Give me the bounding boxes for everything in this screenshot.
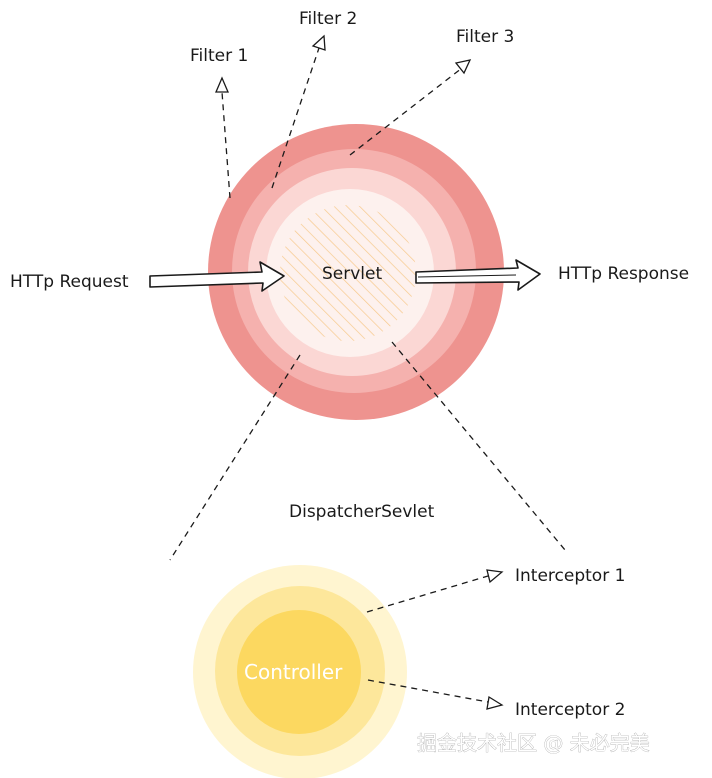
interceptor-1-label: Interceptor 1 [515, 566, 625, 586]
filter-2-arrow [271, 34, 326, 189]
interceptor-2-label: Interceptor 2 [515, 700, 625, 720]
servlet-label: Servlet [322, 264, 382, 284]
interceptor-1-arrow [366, 569, 504, 613]
watermark-text: 掘金技术社区 @ 未必完美 [417, 731, 650, 755]
http-response-arrow-sketch-line [417, 274, 517, 278]
dispatcher-line-left [169, 354, 301, 561]
controller-circle [193, 565, 407, 778]
filter-3-label: Filter 3 [456, 27, 514, 47]
dispatcher-servlet-label: DispatcherSevlet [289, 502, 435, 522]
dispatcher-line-right [391, 341, 566, 551]
http-request-arrow [149, 261, 285, 292]
http-request-label: HTTp Request [10, 272, 129, 292]
http-response-label: HTTp Response [558, 264, 689, 284]
http-response-arrow [415, 259, 541, 291]
controller-label: Controller [244, 660, 343, 684]
filter-3-arrow [349, 59, 472, 156]
filter-2-label: Filter 2 [299, 9, 357, 29]
servlet-circle [208, 124, 504, 420]
filter-1-label: Filter 1 [190, 46, 248, 66]
filter-1-arrow [215, 76, 231, 199]
interceptor-2-arrow [367, 679, 504, 710]
controller-core [237, 610, 361, 734]
servlet-hatch [280, 205, 416, 341]
